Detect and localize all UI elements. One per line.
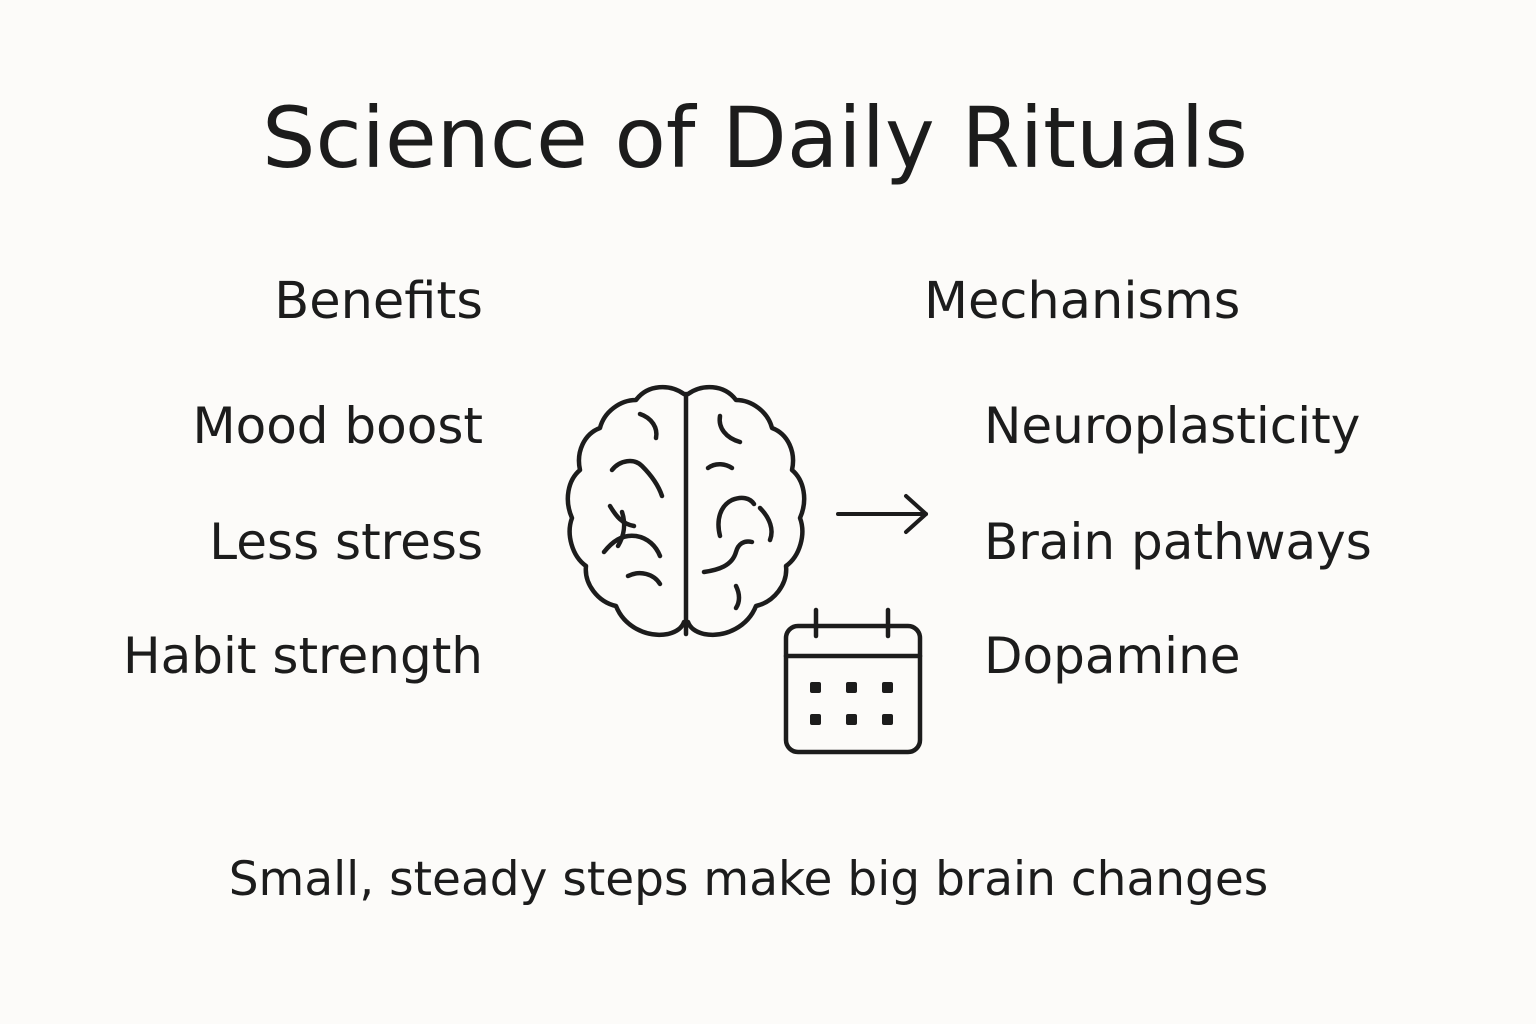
diagram-caption: Small, steady steps make big brain chang…: [228, 852, 1269, 907]
mechanism-item-brain-pathways: Brain pathways: [984, 513, 1372, 571]
benefits-heading: Benefits: [274, 272, 483, 331]
benefit-item-habit-strength: Habit strength: [123, 627, 483, 685]
brain-icon: [565, 385, 807, 637]
mechanisms-heading: Mechanisms: [924, 272, 1241, 331]
benefit-item-mood-boost: Mood boost: [192, 397, 483, 455]
benefit-item-less-stress: Less stress: [209, 513, 483, 571]
mechanism-item-dopamine: Dopamine: [984, 627, 1241, 685]
diagram-title: Science of Daily Rituals: [262, 89, 1248, 187]
mechanism-item-neuroplasticity: Neuroplasticity: [984, 397, 1361, 455]
arrow-right-icon: [836, 494, 928, 534]
calendar-icon: [783, 607, 923, 755]
